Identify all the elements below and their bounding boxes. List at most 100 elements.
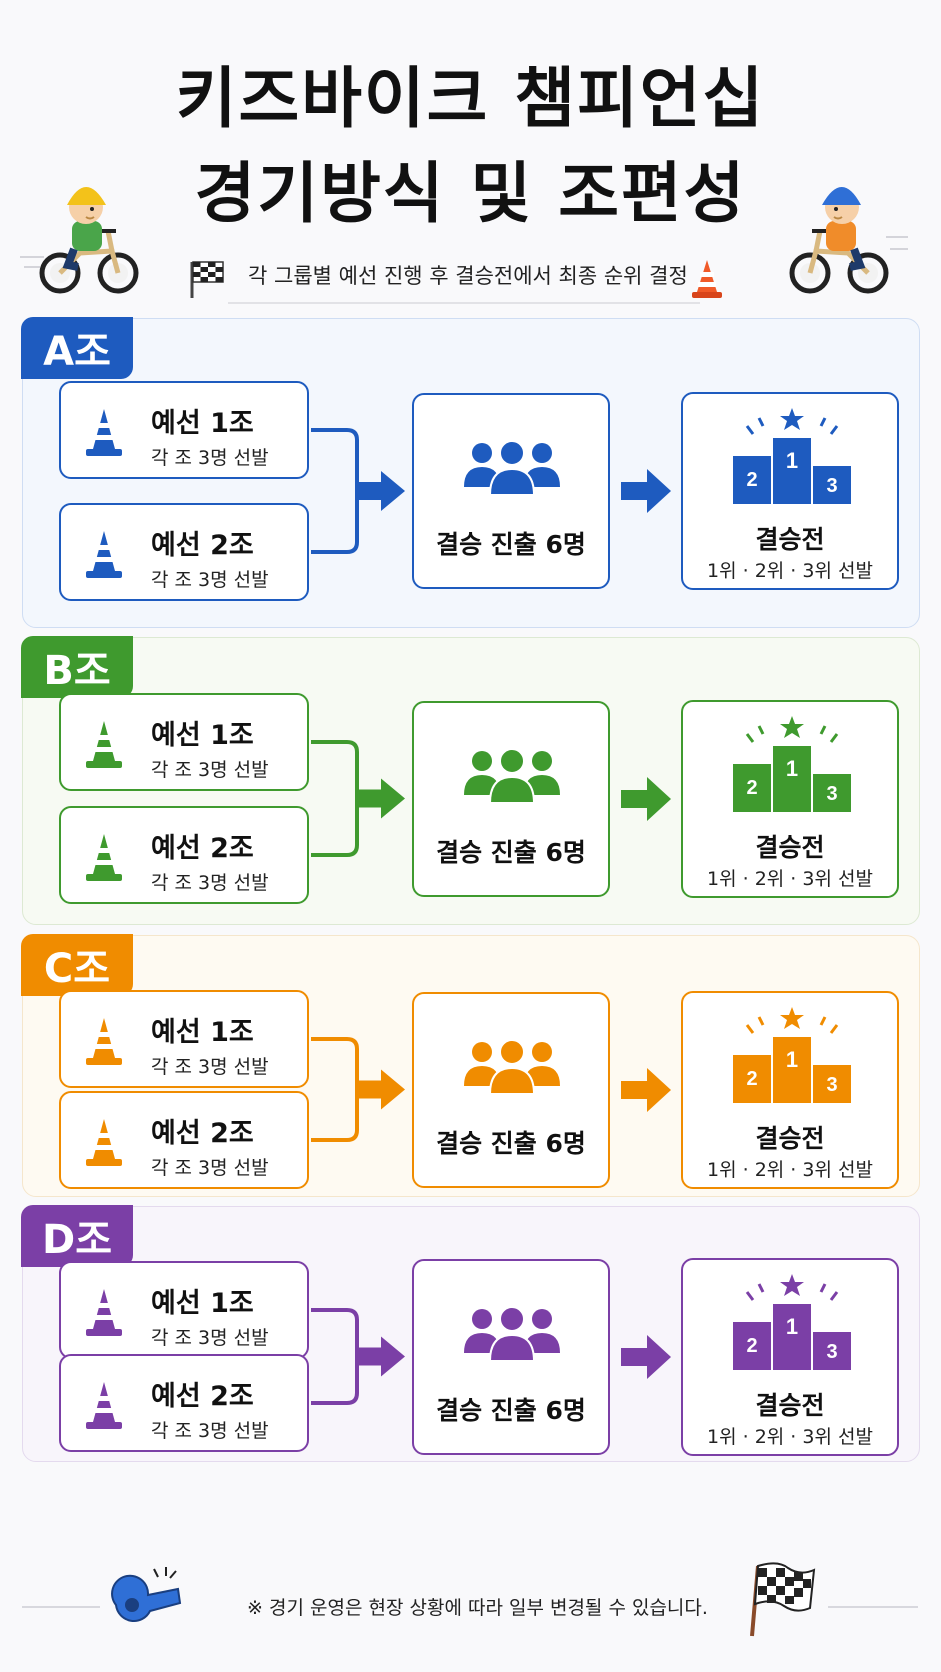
arrow-right-icon <box>621 1067 671 1112</box>
qualifier-text: 결승 진출 6명 <box>436 1395 586 1425</box>
heat-subtitle: 각 조 3명 선발 <box>151 1056 269 1078</box>
group-label: B조 <box>21 636 133 698</box>
subtitle-row: 각 그룹별 예선 진행 후 결승전에서 최종 순위 결정 <box>180 256 740 304</box>
group-label: D조 <box>21 1205 133 1267</box>
heat-title: 예선 1조 <box>151 408 254 439</box>
heat-subtitle: 각 조 3명 선발 <box>151 1157 269 1179</box>
podium-third-block <box>813 773 851 812</box>
podium-second-label: 2 <box>746 1068 757 1090</box>
podium-first-label: 1 <box>786 756 798 781</box>
group-label: C조 <box>21 934 133 996</box>
podium-third-block <box>813 466 851 504</box>
podium-third-block <box>813 1331 851 1370</box>
final-title: 결승전 <box>755 832 825 862</box>
traffic-cone-icon <box>83 719 125 775</box>
whistle-icon <box>110 1565 186 1633</box>
heat-subtitle: 각 조 3명 선발 <box>151 569 269 591</box>
traffic-cone-icon <box>83 1117 125 1173</box>
podium-first-label: 1 <box>786 448 798 473</box>
podium-second-label: 2 <box>746 469 757 491</box>
final-subtitle: 1위 · 2위 · 3위 선발 <box>707 1158 873 1181</box>
podium-first-block <box>773 1303 811 1370</box>
podium-third-label: 3 <box>826 1074 837 1096</box>
qualifier-card: 결승 진출 6명 <box>412 1258 610 1455</box>
final-title: 결승전 <box>755 525 825 554</box>
traffic-cone-icon <box>83 832 125 888</box>
heat-title: 예선 1조 <box>151 1288 254 1319</box>
traffic-cone-icon <box>83 1016 125 1072</box>
footer-divider-right <box>828 1606 918 1608</box>
heat-title: 예선 2조 <box>151 530 254 561</box>
bracket-arrow-connector <box>311 428 405 554</box>
heat-title: 예선 2조 <box>151 1381 254 1412</box>
subtitle-divider <box>228 302 700 304</box>
podium-first-label: 1 <box>786 1047 798 1072</box>
podium-third-label: 3 <box>826 783 837 805</box>
heat-title: 예선 2조 <box>151 1118 254 1149</box>
heat-title: 예선 1조 <box>151 720 254 751</box>
qualifier-card: 결승 진출 6명 <box>412 393 610 589</box>
traffic-cone-icon <box>690 258 724 304</box>
qualifier-card: 결승 진출 6명 <box>412 700 610 897</box>
qualifier-text: 결승 진출 6명 <box>436 530 586 559</box>
people-group-icon <box>462 1305 562 1367</box>
people-group-icon <box>462 440 562 501</box>
final-subtitle: 1위 · 2위 · 3위 선발 <box>707 867 873 890</box>
heat-subtitle: 각 조 3명 선발 <box>151 1420 269 1442</box>
podium-first-block <box>773 1036 811 1103</box>
podium-first-block <box>773 745 811 812</box>
people-group-icon <box>462 1038 562 1100</box>
page-title-line1: 키즈바이크 챔피언십 <box>175 60 766 137</box>
final-subtitle: 1위 · 2위 · 3위 선발 <box>707 560 873 582</box>
heat-title: 예선 1조 <box>151 1017 254 1048</box>
podium-second-block <box>733 763 771 812</box>
footer-note: ※ 경기 운영은 현장 상황에 따라 일부 변경될 수 있습니다. <box>247 1597 708 1619</box>
traffic-cone-icon <box>83 407 125 463</box>
people-group-icon <box>462 747 562 809</box>
qualifier-text: 결승 진출 6명 <box>436 1128 586 1158</box>
heat-title: 예선 2조 <box>151 833 254 864</box>
subtitle: 각 그룹별 예선 진행 후 결승전에서 최종 순위 결정 <box>248 264 688 288</box>
arrow-right-icon <box>621 776 671 821</box>
podium-second-block <box>733 456 771 504</box>
podium-icon: 2 1 3 <box>725 1003 859 1111</box>
final-title: 결승전 <box>755 1123 825 1153</box>
heat-subtitle: 각 조 3명 선발 <box>151 759 269 781</box>
kid-on-balance-bike-left-illustration <box>20 165 150 299</box>
checkered-flag-icon <box>186 256 230 304</box>
page-title-line2: 경기방식 및 조편성 <box>194 155 747 232</box>
kid-on-balance-bike-right-illustration <box>780 165 910 299</box>
traffic-cone-icon <box>83 529 125 585</box>
checkered-flag-icon <box>748 1560 818 1642</box>
qualifier-text: 결승 진출 6명 <box>436 837 586 867</box>
heat-subtitle: 각 조 3명 선발 <box>151 1327 269 1349</box>
footer-divider-left <box>22 1606 100 1608</box>
arrow-right-icon <box>621 1334 671 1379</box>
final-title: 결승전 <box>755 1390 825 1420</box>
bracket-arrow-connector <box>311 1308 405 1405</box>
podium-second-block <box>733 1054 771 1103</box>
traffic-cone-icon <box>83 1380 125 1436</box>
podium-second-label: 2 <box>746 1335 757 1357</box>
final-subtitle: 1위 · 2위 · 3위 선발 <box>707 1425 873 1448</box>
podium-first-label: 1 <box>786 1314 798 1339</box>
podium-first-block <box>773 438 811 504</box>
podium-second-block <box>733 1321 771 1370</box>
qualifier-card: 결승 진출 6명 <box>412 991 610 1188</box>
traffic-cone-icon <box>83 1287 125 1343</box>
